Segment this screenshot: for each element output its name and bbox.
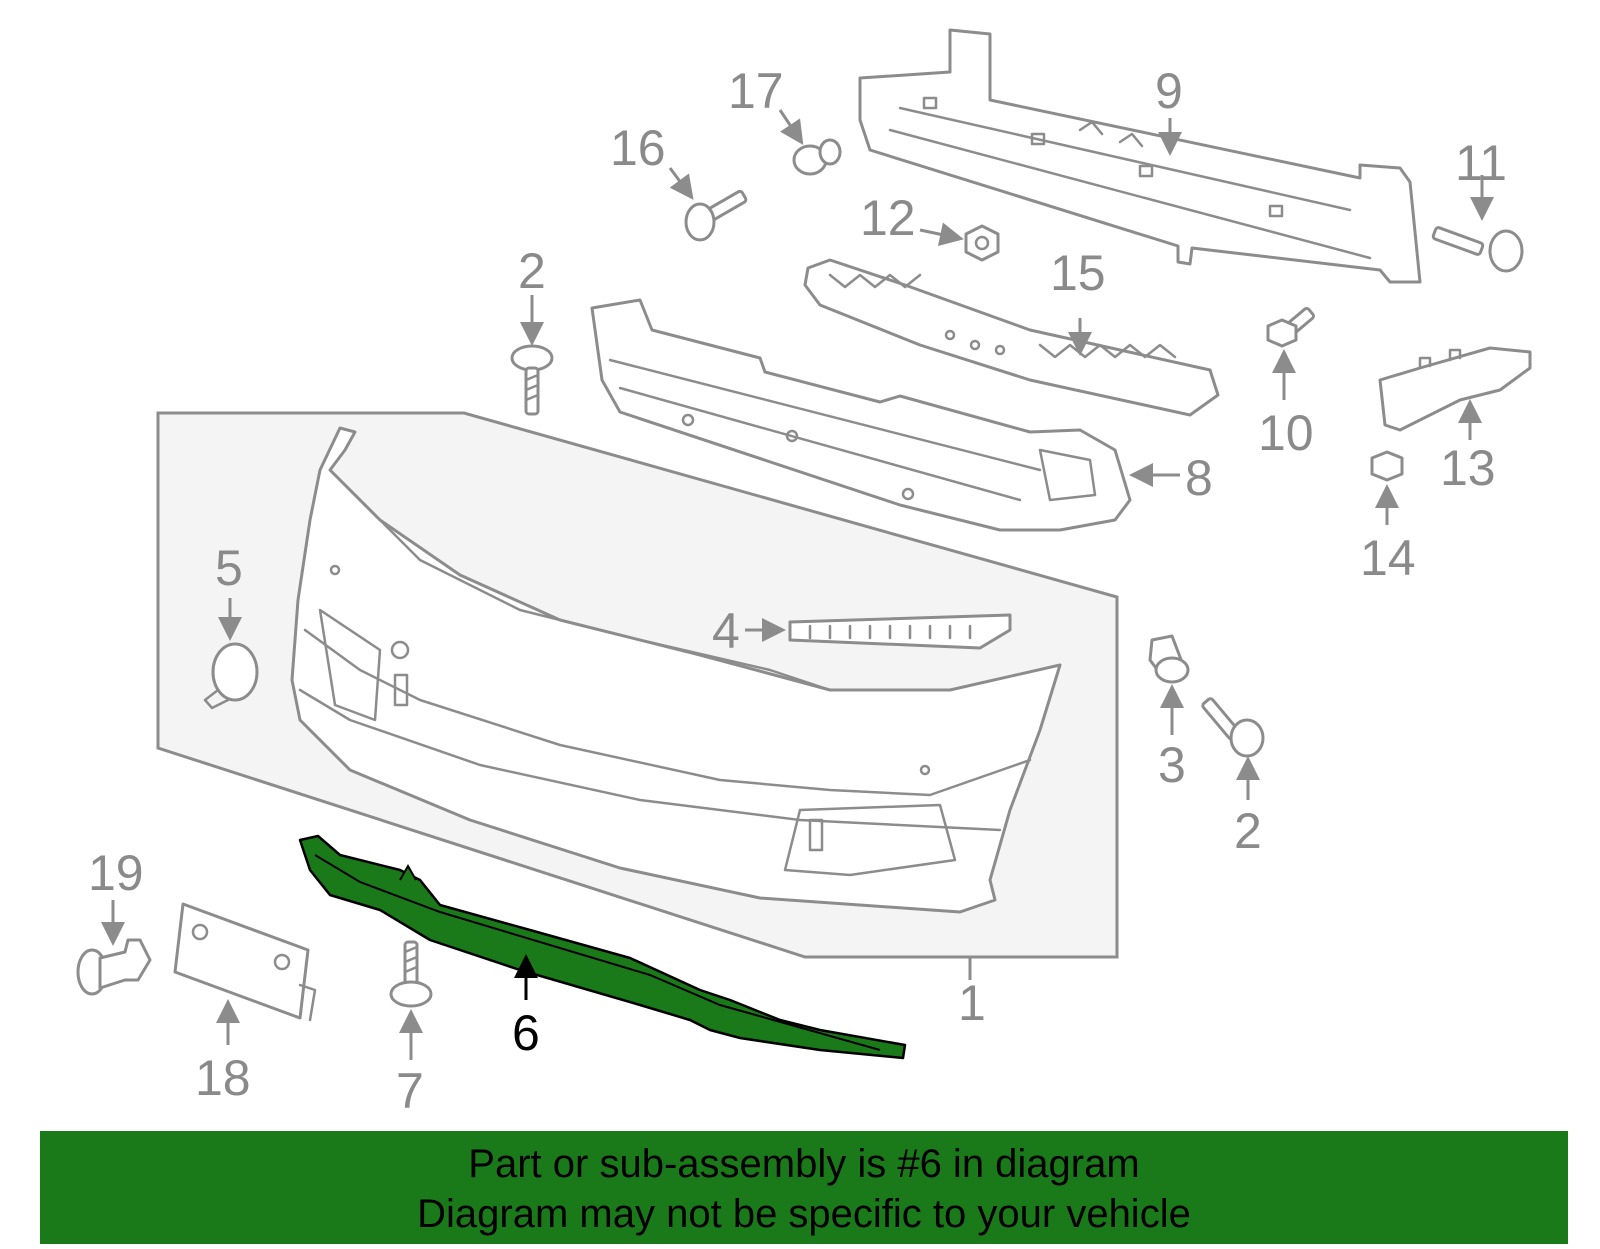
banner-line-1: Part or sub-assembly is #6 in diagram [468, 1142, 1140, 1186]
banner-line-2: Diagram may not be specific to your vehi… [417, 1192, 1191, 1236]
callout-7: 7 [396, 1063, 424, 1119]
callout-14: 14 [1360, 530, 1416, 586]
part-3-nut-clip[interactable] [1148, 634, 1190, 684]
part-14-nut[interactable] [1370, 450, 1404, 482]
callout-13: 13 [1440, 440, 1496, 496]
callout-4: 4 [712, 603, 740, 659]
callout-3: 3 [1158, 737, 1186, 793]
callout-2-upper: 2 [518, 243, 546, 299]
part-13-side-bracket[interactable] [1378, 346, 1532, 432]
part-17-push-nut[interactable] [792, 138, 842, 176]
part-18-license-bracket[interactable] [173, 902, 317, 1022]
part-10-bolt[interactable] [1266, 306, 1315, 348]
part-19-push-clip[interactable] [76, 938, 152, 996]
callout-17: 17 [728, 63, 784, 119]
part-16-bolt[interactable] [684, 189, 748, 242]
callout-8: 8 [1185, 450, 1213, 506]
callout-16: 16 [610, 120, 666, 176]
callout-15: 15 [1050, 245, 1106, 301]
part-4-trim-strip[interactable] [788, 613, 1012, 650]
part-6-air-deflector[interactable] [298, 834, 907, 1060]
part-12-nut[interactable] [964, 224, 1000, 262]
callout-6: 6 [512, 1005, 540, 1061]
callout-10: 10 [1258, 405, 1314, 461]
info-banner: Part or sub-assembly is #6 in diagram Di… [40, 1131, 1568, 1244]
part-9-impact-bar[interactable] [858, 28, 1422, 284]
leader-lines [101, 109, 1494, 1060]
part-1-bumper-cover[interactable] [290, 426, 1062, 914]
callout-18: 18 [195, 1050, 251, 1106]
part-2-screw-upper[interactable] [510, 344, 554, 416]
part-5-tow-hook-cap[interactable] [203, 642, 259, 710]
callout-1: 1 [958, 975, 986, 1031]
part-2-screw-lower[interactable] [1201, 697, 1265, 758]
callout-5: 5 [215, 540, 243, 596]
callout-2-lower: 2 [1234, 803, 1262, 859]
part-7-screw[interactable] [389, 940, 433, 1008]
part-11-bolt[interactable] [1431, 226, 1524, 273]
part-15-grille-insert[interactable] [803, 258, 1220, 417]
part-8-energy-absorber[interactable] [590, 298, 1132, 532]
callout-19: 19 [88, 845, 144, 901]
callout-9: 9 [1155, 63, 1183, 119]
callout-11: 11 [1455, 135, 1507, 191]
callout-labels: 1 2 2 3 4 5 6 7 8 9 10 11 12 13 14 15 16… [88, 63, 1507, 1119]
callout-12: 12 [860, 190, 916, 246]
